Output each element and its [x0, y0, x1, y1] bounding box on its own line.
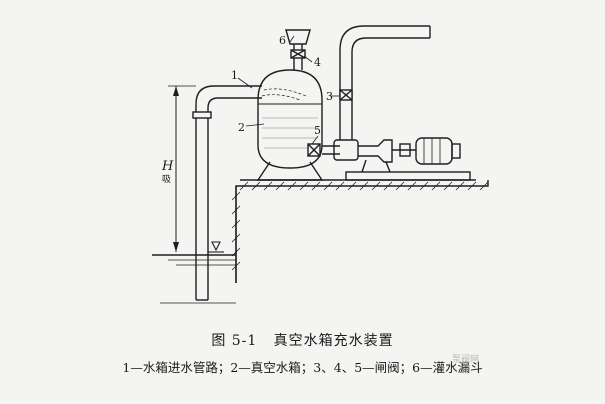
foundation	[231, 180, 489, 283]
motor	[392, 137, 461, 165]
suction-height-dimension	[168, 85, 196, 252]
base-plate	[340, 171, 476, 181]
label-3: 3	[326, 90, 333, 103]
figure-legend: 1—水箱进水管路；2—真空水箱；3、4、5—闸阀；6—灌水漏斗	[0, 357, 605, 376]
discharge-pipe	[339, 25, 431, 140]
label-6: 6	[279, 34, 286, 47]
label-2: 2	[238, 121, 245, 134]
legend-text: 1—水箱进水管路；2—真空水箱；3、4、5—闸阀；6—灌水漏斗	[122, 360, 483, 375]
label-1: 1	[231, 69, 238, 82]
inlet-pipe	[192, 85, 262, 301]
figure-caption: 图 5-1 真空水箱充水装置	[0, 330, 605, 350]
label-4: 4	[314, 56, 321, 69]
figure-number: 图 5-1	[211, 333, 258, 349]
sump-water	[152, 241, 236, 304]
figure-title: 真空水箱充水装置	[273, 333, 394, 349]
suction-height-subscript: 吸	[162, 174, 171, 185]
leaders	[237, 35, 340, 145]
pump	[333, 139, 393, 173]
tank-to-pump-pipe	[307, 143, 340, 157]
funnel-assembly	[285, 29, 311, 70]
watermark: 泵阀网	[452, 355, 480, 365]
label-5: 5	[314, 124, 321, 137]
suction-height-label: H	[161, 159, 174, 174]
